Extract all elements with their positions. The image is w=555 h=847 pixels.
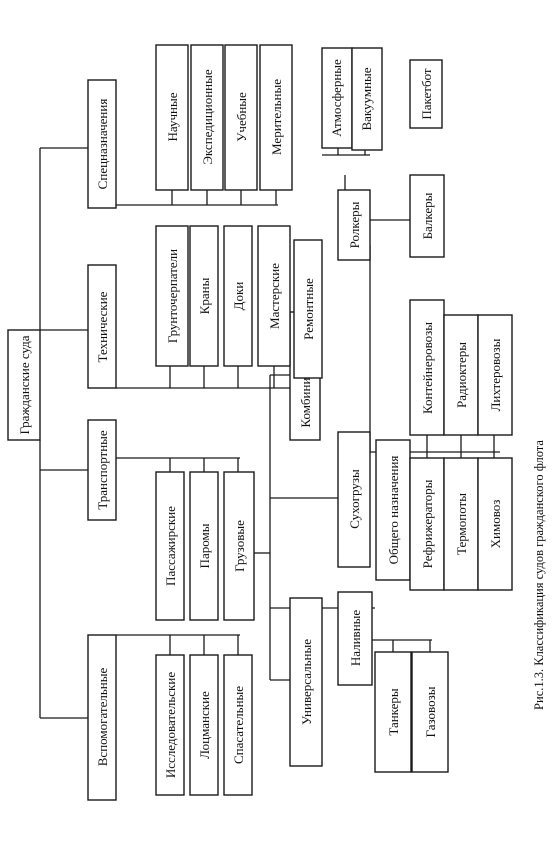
dry-items: Общего назначения Рефрижераторы Термопот… — [375, 439, 513, 591]
cargo-liquid: Наливные — [348, 610, 363, 667]
special-item: Учебные — [234, 92, 249, 142]
cargo-dry: Сухогрузы — [347, 469, 362, 529]
cargo-universal: Универсальные — [299, 639, 314, 725]
group-special: Спецназначения — [87, 79, 117, 209]
dry-item: Термопоты — [454, 493, 469, 555]
dry-item-right: Контейнеровозы — [420, 322, 435, 414]
dry-item-right: Радиоктеры — [454, 342, 469, 408]
technical-items: Грунточерпатели Краны Доки Мастерские Ре… — [155, 225, 323, 379]
rolkery-item: Атмосферные — [329, 59, 344, 137]
paketbot-label: Пакетбот — [419, 68, 434, 120]
aux-item: Лоцманские — [197, 691, 212, 759]
transport-item: Пассажирские — [163, 506, 178, 586]
group-transport-label: Транспортные — [95, 430, 110, 510]
dry-item: Общего назначения — [386, 456, 401, 565]
dry-item: Рефрижераторы — [420, 479, 435, 568]
cargo-types: Комбинированные Сухогрузы Наливные Униве… — [289, 311, 373, 767]
special-item: Научные — [165, 92, 180, 141]
dry-item-right: Лихтеровозы — [488, 338, 503, 411]
connector-lines — [39, 147, 500, 719]
technical-item: Доки — [231, 282, 246, 311]
rolkery-label: Ролкеры — [347, 201, 362, 248]
technical-item: Грунточерпатели — [165, 249, 180, 343]
aux-item: Спасательные — [231, 686, 246, 764]
transport-item: Паромы — [197, 523, 212, 568]
special-item: Экспедиционные — [200, 69, 215, 165]
special-item: Мерительные — [269, 79, 284, 155]
auxiliary-items: Исследовательские Лоцманские Спасательны… — [155, 654, 253, 796]
technical-item: Мастерские — [267, 263, 282, 329]
figure-caption: Рис.1.3. Классификация судов гражданског… — [532, 440, 546, 710]
root-label: Гражданские суда — [17, 335, 32, 434]
root-node: Гражданские суда — [7, 329, 41, 441]
balkery-label: Балкеры — [420, 192, 435, 239]
liquid-item: Танкеры — [386, 688, 401, 736]
group-technical: Технические — [87, 264, 117, 389]
aux-item: Исследовательские — [163, 672, 178, 778]
technical-item: Ремонтные — [301, 278, 316, 340]
group-technical-label: Технические — [95, 291, 110, 362]
liquid-item: Газовозы — [423, 686, 438, 737]
group-special-label: Спецназначения — [95, 99, 110, 190]
group-transport: Транспортные — [87, 419, 117, 521]
group-auxiliary-label: Вспомогательные — [95, 668, 110, 767]
transport-item: Грузовые — [232, 520, 247, 572]
technical-item: Краны — [197, 277, 212, 314]
dry-items-right: Контейнеровозы Радиоктеры Лихтеровозы — [409, 299, 513, 436]
rolkery-block: Атмосферные Вакуумные Ролкеры Пакетбот Б… — [321, 47, 445, 261]
special-items: Научные Экспедиционные Учебные Мерительн… — [155, 44, 293, 191]
dry-item: Химовоз — [488, 500, 503, 549]
liquid-items: Танкеры Газовозы — [374, 651, 449, 773]
transport-items: Пассажирские Паромы Грузовые — [155, 471, 255, 621]
group-auxiliary: Вспомогательные — [87, 634, 117, 801]
rolkery-item: Вакуумные — [359, 67, 374, 130]
